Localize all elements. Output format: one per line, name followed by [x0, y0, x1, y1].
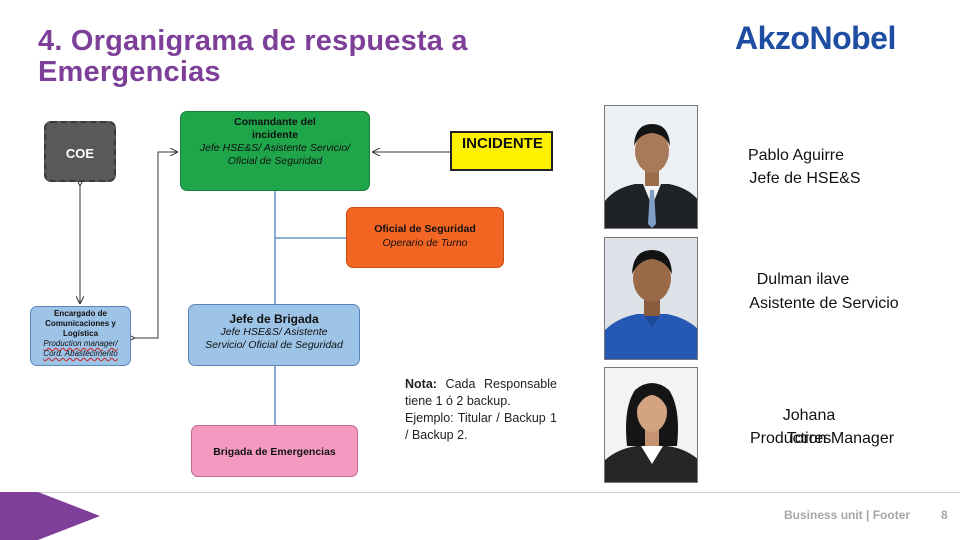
note-label: Nota: — [405, 377, 437, 391]
safety-officer-subtitle: Operario de Turno — [382, 237, 468, 249]
footer-arrow-icon — [38, 492, 100, 540]
person-name: Johana Torres — [782, 407, 836, 447]
akzonobel-logo: AkzoNobel — [735, 20, 896, 56]
footer-accent — [0, 492, 38, 540]
coe-box: COE — [44, 121, 116, 182]
footer-divider — [0, 492, 960, 493]
note-body: Cada Responsable tiene 1 ó 2 backup. — [405, 377, 557, 408]
page-number: 8 — [941, 508, 948, 522]
safety-officer-title: Oficial de Seguridad — [374, 223, 476, 235]
person-silhouette-icon — [605, 106, 697, 228]
footer-text: Business unit | Footer — [784, 508, 911, 522]
incident-box: INCIDENTE — [450, 131, 553, 171]
commander-title: Comandante del incidente — [234, 116, 316, 141]
person-name: Pablo Aguirre — [747, 147, 845, 164]
photo-dulman-ilave — [604, 237, 698, 360]
photo-johana-torres — [604, 367, 698, 483]
note-example: Ejemplo: Titular / Backup 1 / Backup 2. — [405, 411, 557, 442]
emergency-brigade-box: Brigada de Emergencias — [191, 425, 358, 477]
commander-box: Comandante del incidente Jefe HSE&S/ Asi… — [180, 111, 370, 191]
note-text: Nota: Cada Responsable tiene 1 ó 2 backu… — [405, 376, 557, 444]
brigade-chief-subtitle: Jefe HSE&S/ Asistente Servicio/ Oficial … — [205, 326, 343, 351]
person-silhouette-icon — [605, 368, 697, 482]
person-name: Dulman ilave — [756, 271, 850, 288]
comms-logistics-box: Encargado de Comunicaciones y Logística … — [30, 306, 131, 366]
safety-officer-box: Oficial de Seguridad Operario de Turno — [346, 207, 504, 268]
brigade-chief-box: Jefe de Brigada Jefe HSE&S/ Asistente Se… — [188, 304, 360, 366]
photo-pablo-aguirre — [604, 105, 698, 229]
brigade-chief-title: Jefe de Brigada — [229, 312, 319, 326]
comms-title: Encargado de Comunicaciones y Logística — [45, 309, 116, 338]
person-role: Asistente de Servicio — [749, 295, 899, 312]
person-silhouette-icon — [605, 238, 697, 359]
comms-commander-arrow — [134, 152, 177, 338]
page-title: 4. Organigrama de respuesta a Emergencia… — [38, 25, 468, 88]
comms-subtitle: Production manager/ Cord. Abastecimento — [43, 339, 118, 358]
person-role: Production Manager — [749, 430, 895, 447]
person-role: Jefe de HSE&S — [749, 170, 861, 187]
commander-subtitle: Jefe HSE&S/ Asistente Servicio/ Oficial … — [199, 142, 351, 167]
